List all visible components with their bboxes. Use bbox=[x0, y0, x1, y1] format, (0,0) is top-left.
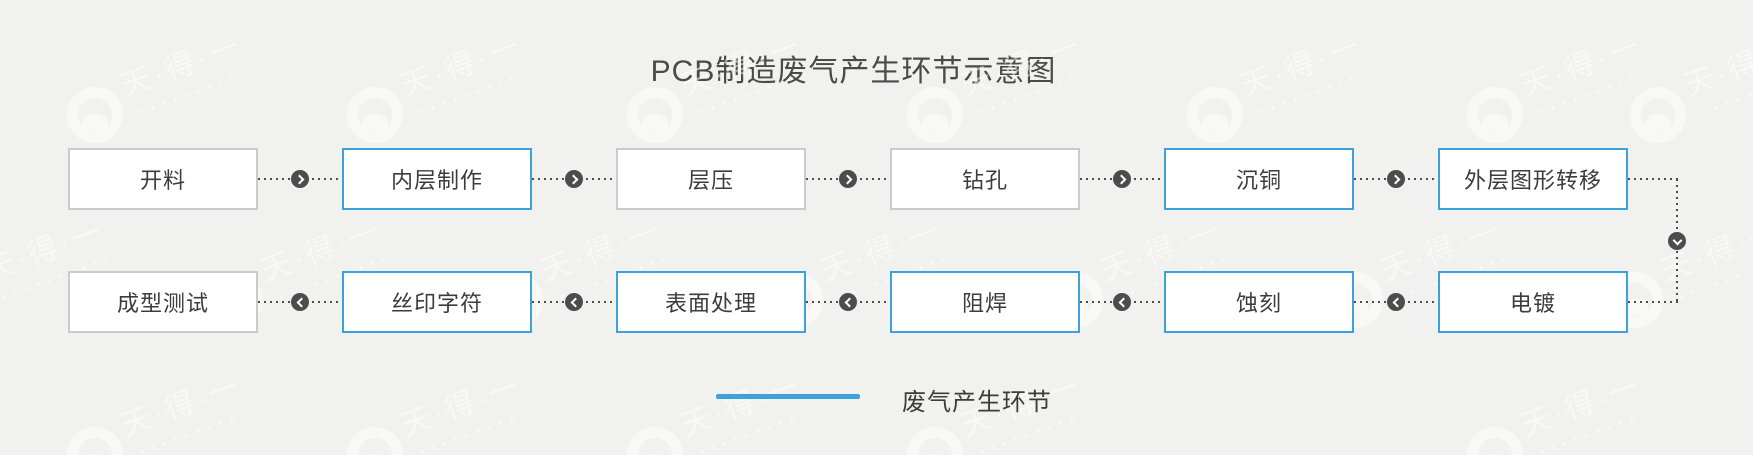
watermark-logo-icon bbox=[1467, 427, 1523, 455]
flow-step-cutting: 开料 bbox=[68, 148, 258, 210]
flow-step-label: 电镀 bbox=[1509, 291, 1556, 316]
flow-step-label: 表面处理 bbox=[664, 291, 757, 316]
flow-step-silkscreen: 丝印字符 bbox=[342, 271, 532, 333]
arrow-right-icon bbox=[1113, 170, 1131, 188]
connector-dotted-line bbox=[1628, 301, 1678, 303]
watermark-logo-icon bbox=[1187, 87, 1243, 143]
flow-step-drilling: 钻孔 bbox=[890, 148, 1080, 210]
watermark-text: 天·得·一 bbox=[394, 361, 526, 445]
arrow-left-icon bbox=[1387, 293, 1405, 311]
arrow-right-icon bbox=[291, 170, 309, 188]
flow-step-molding-test: 成型测试 bbox=[68, 271, 258, 333]
watermark-logo-icon bbox=[1630, 87, 1686, 143]
arrow-left-icon bbox=[291, 293, 309, 311]
watermark-text: 天·得·一 bbox=[674, 361, 806, 445]
flow-step-label: 开料 bbox=[139, 168, 186, 193]
flow-step-label: 钻孔 bbox=[961, 168, 1008, 193]
watermark-text: 天·得·一 bbox=[1654, 206, 1753, 290]
flow-step-label: 外层图形转移 bbox=[1463, 168, 1602, 193]
flow-step-label: 层压 bbox=[687, 168, 734, 193]
arrow-down-icon bbox=[1668, 232, 1686, 250]
watermark-text: 天·得·一 bbox=[114, 361, 246, 445]
flow-step-copper-deposition: 沉铜 bbox=[1164, 148, 1354, 210]
flow-step-solder-mask: 阻焊 bbox=[890, 271, 1080, 333]
connector-dotted-line bbox=[1628, 178, 1678, 180]
page-title: PCB制造废气产生环节示意图 bbox=[650, 55, 1057, 88]
flow-step-label: 内层制作 bbox=[390, 168, 483, 193]
arrow-left-icon bbox=[565, 293, 583, 311]
watermark-logo-icon bbox=[907, 87, 963, 143]
arrow-right-icon bbox=[1387, 170, 1405, 188]
flow-step-label: 沉铜 bbox=[1235, 168, 1282, 193]
flow-step-etching: 蚀刻 bbox=[1164, 271, 1354, 333]
legend-gas-line bbox=[716, 394, 860, 399]
legend-gas-label: 废气产生环节 bbox=[902, 389, 1052, 416]
arrow-right-icon bbox=[565, 170, 583, 188]
flow-step-plating: 电镀 bbox=[1438, 271, 1628, 333]
watermark-logo-icon bbox=[1467, 87, 1523, 143]
flow-step-label: 阻焊 bbox=[961, 291, 1008, 316]
arrow-left-icon bbox=[839, 293, 857, 311]
watermark-text: 天·得·一 bbox=[1514, 361, 1646, 445]
flow-step-label: 成型测试 bbox=[116, 291, 209, 316]
flow-step-inner-layer: 内层制作 bbox=[342, 148, 532, 210]
watermark-logo-icon bbox=[907, 427, 963, 455]
watermark-logo-icon bbox=[67, 87, 123, 143]
flow-step-lamination: 层压 bbox=[616, 148, 806, 210]
watermark-logo-icon bbox=[347, 87, 403, 143]
flow-step-surface-finish: 表面处理 bbox=[616, 271, 806, 333]
watermark-logo-icon bbox=[627, 427, 683, 455]
arrow-right-icon bbox=[839, 170, 857, 188]
watermark-logo-icon bbox=[627, 87, 683, 143]
arrow-left-icon bbox=[1113, 293, 1131, 311]
watermark-logo-icon bbox=[67, 427, 123, 455]
flow-step-label: 丝印字符 bbox=[390, 291, 483, 316]
flow-step-outer-pattern-transfer: 外层图形转移 bbox=[1438, 148, 1628, 210]
flow-step-label: 蚀刻 bbox=[1235, 291, 1282, 316]
watermark-logo-icon bbox=[347, 427, 403, 455]
